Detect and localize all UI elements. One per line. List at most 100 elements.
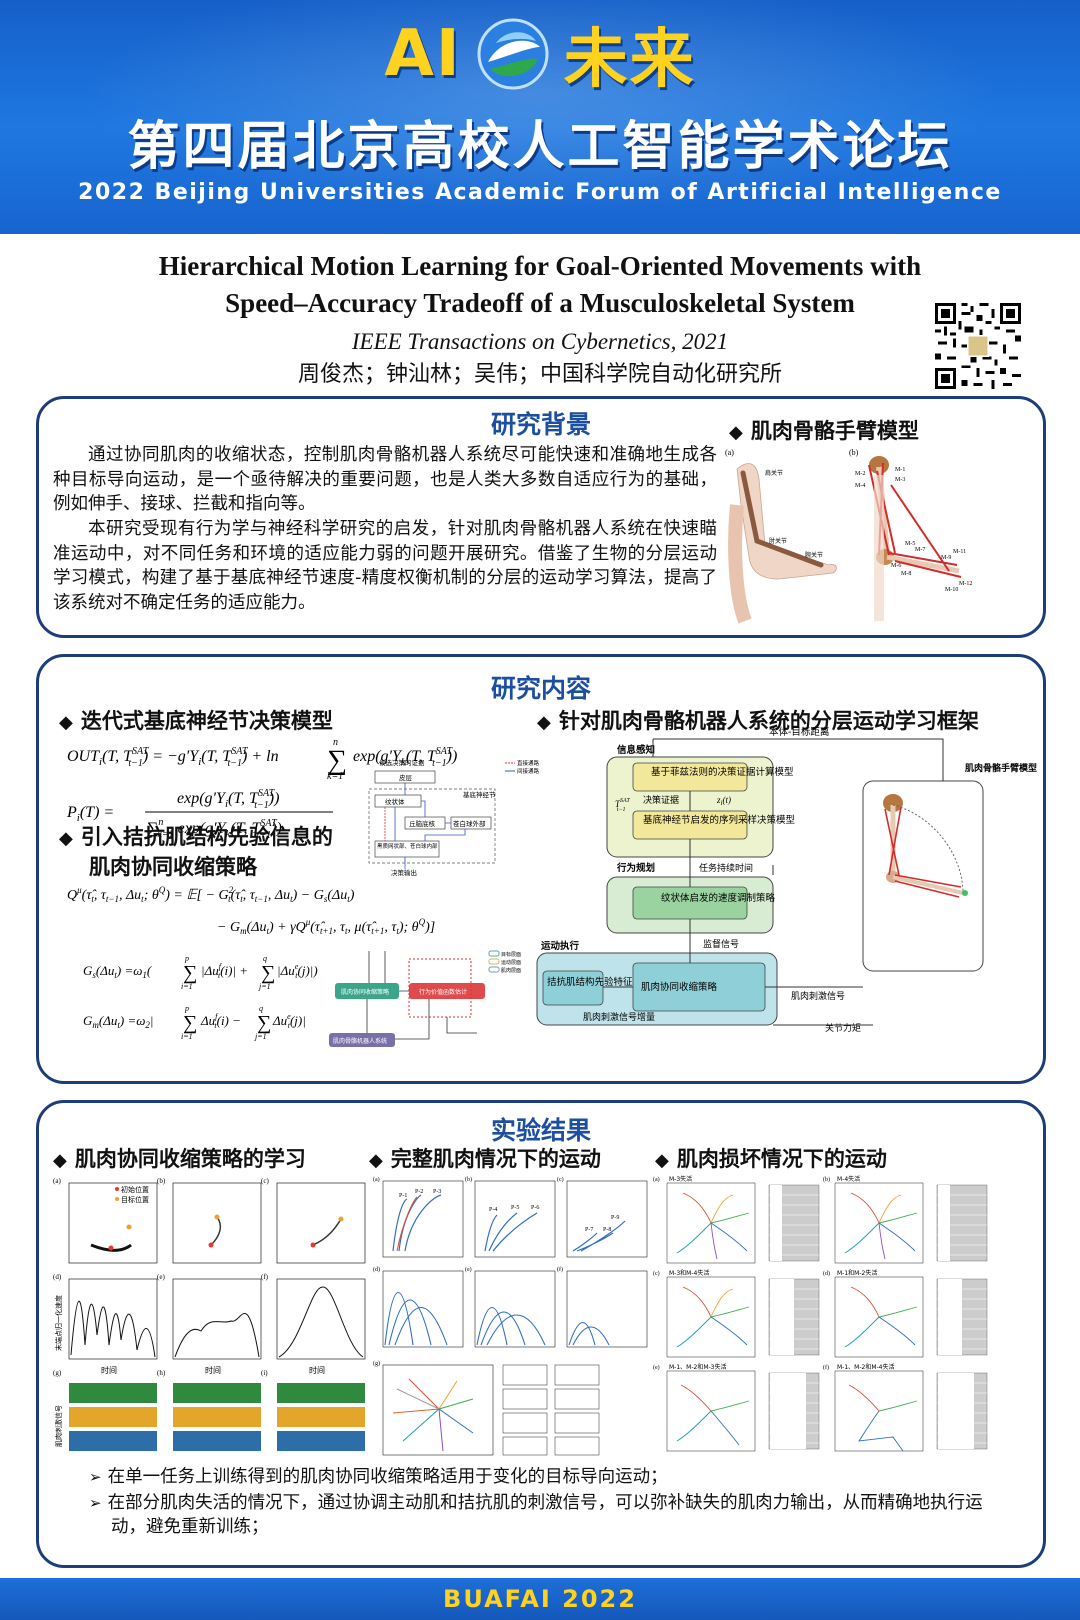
results-title: 实验结果 [490, 1116, 591, 1145]
svg-text:基底神经节: 基底神经节 [463, 790, 496, 799]
svg-text:(e): (e) [653, 1364, 660, 1371]
diamond-icon: ◆ [59, 828, 73, 849]
svg-text:肌肉骨骼机器人系统: 肌肉骨骼机器人系统 [333, 1037, 387, 1045]
svg-text:时间: 时间 [309, 1365, 325, 1375]
svg-text:本体-目标距离: 本体-目标距离 [769, 726, 829, 738]
fig-b-label: (b) [849, 448, 859, 457]
svg-text:∑: ∑ [257, 1012, 271, 1034]
svg-text:(e): (e) [465, 1266, 472, 1273]
svg-text:Gs(Δut) =ω1(: Gs(Δut) =ω1( [83, 963, 152, 980]
forum-title-cn: 第四届北京高校人工智能学术论坛 [127, 117, 953, 177]
diamond-icon: ◆ [729, 422, 743, 443]
svg-text:i=1: i=1 [181, 982, 193, 991]
logo-ai-text: AI [384, 17, 462, 91]
svg-text:黑质网状部、苍白球内部: 黑质网状部、苍白球内部 [377, 842, 438, 850]
svg-text:− Gm(Δut) + γQμ(τ̂t+1, τt, μ(τ: − Gm(Δut) + γQμ(τ̂t+1, τt, μ(τ̂t+1, τt);… [217, 917, 435, 936]
svg-text:(d): (d) [823, 1270, 830, 1277]
svg-text:j=1: j=1 [254, 1032, 267, 1041]
svg-text:信息感知: 信息感知 [617, 744, 655, 756]
svg-text:(h): (h) [157, 1369, 166, 1377]
forum-logo: AI 未来 [0, 14, 1080, 97]
svg-text:肌肉骨骼手臂模型: 肌肉骨骼手臂模型 [964, 762, 1037, 774]
paper-title-line2: Speed–Accuracy Tradeoff of a Musculoskel… [225, 288, 855, 318]
logo-future-text: 未来 [563, 23, 696, 97]
actor-critic-diagram: 肌肉协同收缩策略 行为价值函数估计 肌肉骨骼机器人系统 目标层面 运动层面 肌肉… [329, 950, 521, 1047]
svg-text:q: q [263, 954, 267, 963]
svg-text:(c): (c) [261, 1177, 269, 1185]
svg-text:P-5: P-5 [511, 1205, 519, 1211]
svg-text:(c): (c) [557, 1176, 564, 1183]
svg-text:M-3: M-3 [895, 477, 905, 483]
svg-text:(b): (b) [465, 1176, 472, 1183]
svg-text:n: n [333, 737, 338, 748]
svg-text:关节力矩: 关节力矩 [825, 1022, 861, 1034]
svg-text:(d): (d) [373, 1266, 380, 1273]
svg-text:M-2: M-2 [855, 471, 865, 477]
qr-code-icon[interactable] [935, 303, 1021, 389]
arrow-icon: ➢ [89, 1468, 102, 1486]
svg-text:P-3: P-3 [433, 1189, 441, 1195]
svg-text:(b): (b) [823, 1176, 830, 1183]
svg-text:M-10: M-10 [945, 587, 958, 593]
svg-text:P-9: P-9 [611, 1215, 619, 1221]
svg-text:M-12: M-12 [959, 581, 972, 587]
arm-model-figure: (a) (b) 肩关节 肘关节 腕关节 M-1 M-2 M-3 M-4 M-5 … [725, 448, 972, 624]
svg-text:基底神经节启发的序列采样决策模型: 基底神经节启发的序列采样决策模型 [643, 814, 796, 826]
svg-text:初始位置: 初始位置 [121, 1185, 149, 1194]
damage-title: ◆肌肉损坏情况下的运动 [655, 1147, 887, 1171]
svg-text:M-5: M-5 [905, 541, 915, 547]
svg-text:P-4: P-4 [489, 1207, 497, 1213]
svg-text:M-1和M-2失活: M-1和M-2失活 [837, 1269, 877, 1277]
svg-text:(d): (d) [53, 1273, 62, 1281]
svg-text:P-2: P-2 [415, 1189, 423, 1195]
svg-text:∑: ∑ [183, 1012, 197, 1034]
svg-text:∑: ∑ [327, 745, 347, 776]
paper-venue: IEEE Transactions on Cybernetics, 2021 [351, 329, 729, 354]
svg-text:决策输出: 决策输出 [391, 868, 417, 877]
svg-text:间接通路: 间接通路 [517, 767, 540, 775]
results-section: 实验结果 ◆肌肉协同收缩策略的学习 ◆完整肌肉情况下的运动 ◆肌肉损坏情况下的运… [36, 1100, 1046, 1568]
svg-text:M-3失活: M-3失活 [669, 1175, 692, 1183]
background-title: 研究背景 [490, 410, 591, 439]
arrow-icon: ➢ [89, 1494, 102, 1512]
svg-text:k=1: k=1 [327, 771, 343, 781]
footer-bar: BUAFAI 2022 [0, 1578, 1080, 1620]
background-para2: 本研究受现有行为学与神经科学研究的启发，针对肌肉骨骼机器人系统在快速瞄准运动中，… [53, 519, 717, 613]
svg-text:肌肉协同收缩策略: 肌肉协同收缩策略 [341, 988, 389, 996]
svg-text:p: p [184, 1004, 189, 1013]
hierarchical-framework-diagram: 本体-目标距离 信息感知 基于菲兹法则的决策证据计算模型 决策证据 zi(t) … [536, 726, 1037, 1034]
result-bullet-2: ➢在部分肌肉失活的情况下，通过协调主动肌和拮抗肌的刺激信号，可以弥补缺失的肌肉力… [89, 1493, 983, 1537]
svg-text:(f): (f) [557, 1266, 563, 1273]
svg-text:(g): (g) [373, 1360, 380, 1367]
svg-text:M-4失活: M-4失活 [837, 1175, 860, 1183]
svg-text:P-8: P-8 [603, 1227, 611, 1233]
svg-text:时间: 时间 [101, 1365, 117, 1375]
paper-title: Hierarchical Motion Learning for Goal-Or… [60, 248, 1020, 322]
svg-text:M-9: M-9 [941, 555, 951, 561]
svg-text:M-4: M-4 [855, 483, 865, 489]
svg-text:纹状体: 纹状体 [385, 797, 405, 806]
svg-text:M-1: M-1 [895, 467, 905, 473]
svg-text:肌肉刺激信号: 肌肉刺激信号 [791, 990, 845, 1002]
svg-text:P-7: P-7 [585, 1227, 593, 1233]
svg-text:肌肉刺激信号: 肌肉刺激信号 [54, 1405, 63, 1447]
svg-text:Gm(Δut) =ω2|: Gm(Δut) =ω2| [83, 1013, 153, 1030]
svg-text:M-1、M-2和M-4失活: M-1、M-2和M-4失活 [837, 1363, 894, 1371]
svg-text:时间: 时间 [205, 1365, 221, 1375]
header-banner: AI 未来 第四届北京高校人工智能学术论坛 2022 Beijing Unive… [0, 0, 1080, 234]
diamond-icon: ◆ [369, 1150, 383, 1171]
svg-text:肌肉层面: 肌肉层面 [501, 967, 521, 974]
svg-text:丘脑底核: 丘脑底核 [409, 819, 436, 828]
content-section: 研究内容 ◆迭代式基底神经节决策模型 ◆针对肌肉骨骼机器人系统的分层运动学习框架… [36, 654, 1046, 1084]
svg-text:任务持续时间: 任务持续时间 [699, 862, 753, 874]
svg-text:M-11: M-11 [953, 549, 966, 555]
svg-text:M-3和M-4失活: M-3和M-4失活 [669, 1269, 709, 1277]
intact-title: ◆完整肌肉情况下的运动 [369, 1147, 601, 1171]
